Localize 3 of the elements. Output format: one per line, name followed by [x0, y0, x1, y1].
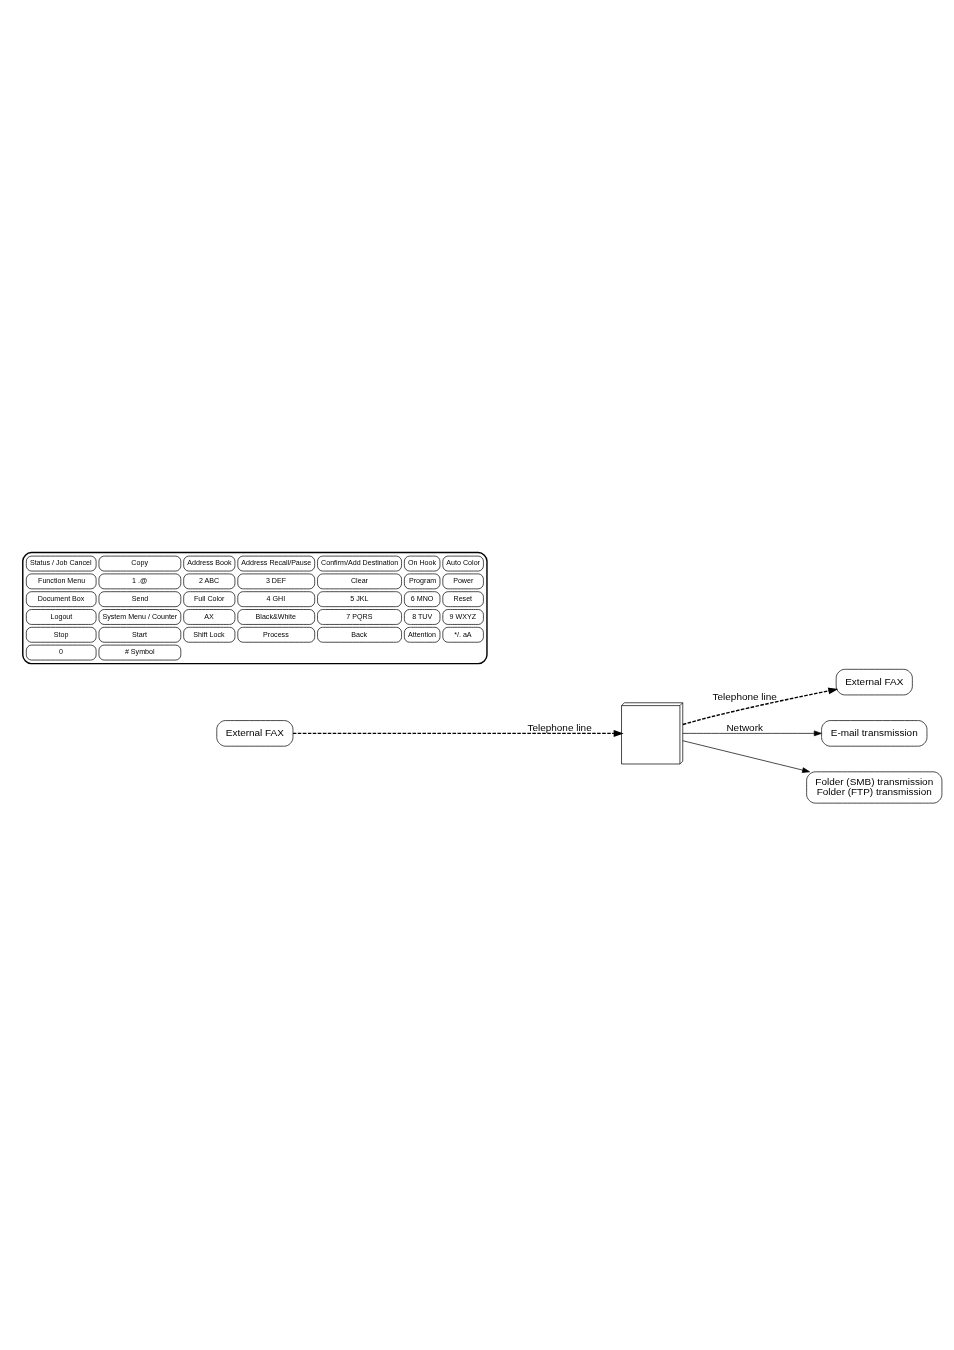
edge-label: Telephone line — [527, 721, 592, 733]
edge-label: Telephone line — [712, 691, 777, 703]
edge-label: Network — [726, 721, 763, 733]
